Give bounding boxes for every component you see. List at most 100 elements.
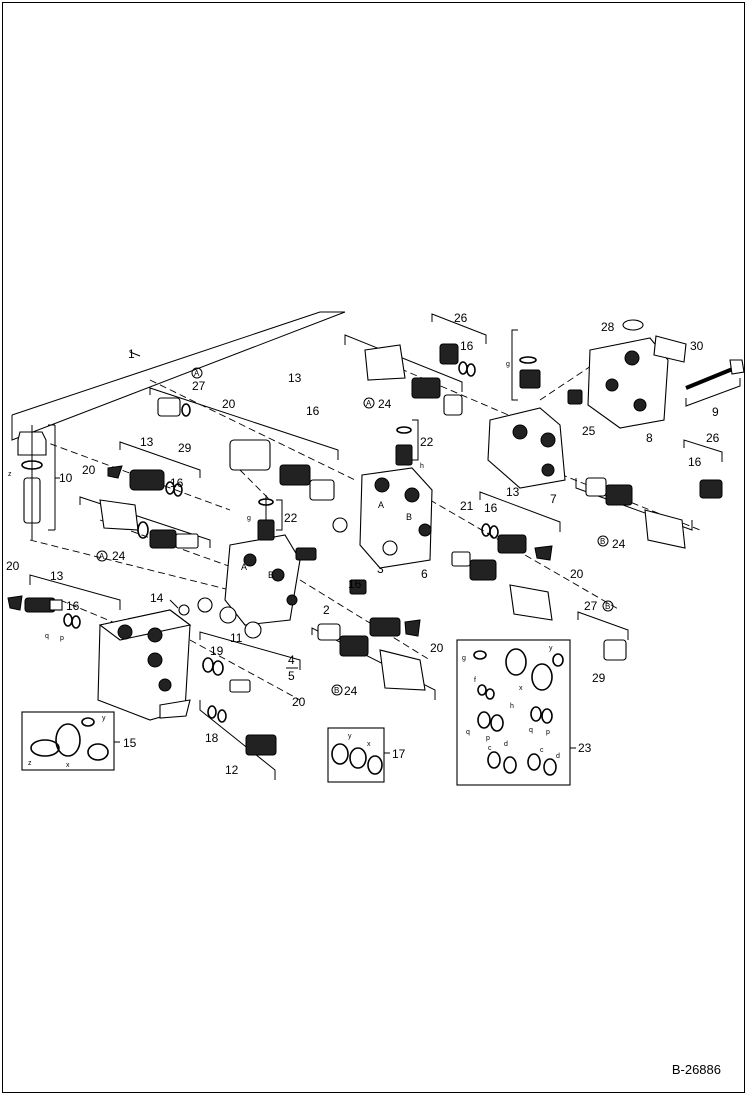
circled-label-b-center: B — [334, 686, 339, 695]
seal-letter-x-15: x — [66, 762, 70, 769]
seal-letter-h-23: h — [510, 703, 514, 710]
part-valve-section-center — [332, 419, 433, 569]
callout-24-a-top: 24 — [378, 397, 392, 411]
seal-letter-y-17: y — [348, 733, 352, 740]
seal-letter-p-left: p — [60, 635, 64, 642]
callout-22-left: 22 — [284, 511, 298, 525]
seal-letter-q-23: q — [466, 729, 470, 736]
part-valve-inlet-section — [97, 599, 192, 721]
seal-letter-p2-23: p — [546, 729, 550, 736]
callout-9: 9 — [712, 405, 719, 419]
callout-20-center: 20 — [430, 641, 444, 655]
seal-letter-d2-23: d — [556, 753, 560, 760]
seal-letter-q2-23: q — [529, 727, 533, 734]
part-group-b-24-right — [575, 439, 723, 549]
circled-label-a-left: A — [99, 552, 105, 561]
callout-12: 12 — [225, 763, 239, 777]
callout-29-a: 29 — [178, 441, 192, 455]
seal-letter-z-15: z — [28, 760, 32, 767]
seal-letter-y-23: y — [549, 645, 553, 652]
callout-13-right: 13 — [506, 485, 520, 499]
callout-24-b-right: 24 — [612, 537, 626, 551]
seal-letter-p-23: p — [486, 735, 490, 742]
callout-16-top: 16 — [306, 404, 320, 418]
callout-26-right: 26 — [706, 431, 720, 445]
port-label-b-center: B — [406, 512, 412, 522]
part-30-label-box — [653, 335, 687, 363]
callout-20-low: 20 — [292, 695, 306, 709]
callout-30: 30 — [690, 339, 704, 353]
seal-letter-z: z — [8, 471, 12, 478]
part-group-27-29-a — [149, 387, 339, 501]
callout-17: 17 — [392, 747, 406, 761]
callout-25: 25 — [582, 424, 596, 438]
callout-23: 23 — [578, 741, 592, 755]
seal-letter-c-23: c — [488, 745, 492, 752]
callout-1: 1 — [128, 347, 135, 361]
circled-label-b-right: B — [600, 537, 605, 546]
kit-15-box — [21, 711, 120, 771]
seal-letter-d-23: d — [504, 741, 508, 748]
callout-24-b-center: 24 — [344, 684, 358, 698]
callout-20-right: 20 — [570, 567, 584, 581]
callout-16-right-center: 16 — [484, 501, 498, 515]
callout-18: 18 — [205, 731, 219, 745]
callout-27-b: 27 — [584, 599, 598, 613]
callout-13-mid: 13 — [140, 435, 154, 449]
part-group-left-24 — [79, 441, 211, 549]
kit-23-box — [456, 639, 576, 786]
callout-20-top: 20 — [222, 397, 236, 411]
callout-21: 21 — [460, 499, 474, 513]
callout-5: 5 — [288, 669, 295, 683]
part-group-left-13 — [7, 574, 121, 629]
part-10-relief-plug — [17, 424, 60, 540]
callout-3: 3 — [377, 562, 384, 576]
part-group-13-27-29-right — [451, 491, 629, 661]
part-9-tie-rod — [685, 359, 745, 407]
callout-28: 28 — [601, 320, 615, 334]
circled-label-b-27: B — [605, 602, 610, 611]
callout-16-left: 16 — [66, 599, 80, 613]
part-group-12-18-19 — [199, 631, 301, 780]
port-label-a-left: A — [241, 562, 247, 572]
callout-20-mid: 20 — [82, 463, 96, 477]
assembly-1-leader — [11, 311, 346, 441]
part-valve-section-7 — [487, 329, 566, 489]
callout-11: 11 — [230, 631, 243, 645]
seal-letter-f-23: f — [474, 677, 476, 684]
callout-10: 10 — [59, 471, 73, 485]
seal-letter-g-23: g — [462, 655, 466, 662]
callout-16-top-right: 16 — [460, 339, 474, 353]
callout-29-b: 29 — [592, 671, 606, 685]
callout-24-left: 24 — [112, 549, 126, 563]
seal-letter-q-left: q — [45, 633, 49, 640]
seal-letter-x-17: x — [367, 741, 371, 748]
callout-26-top: 26 — [454, 311, 468, 325]
port-label-a-center: A — [378, 500, 384, 510]
part-outlet-section-8 — [567, 319, 669, 429]
callout-16-right: 16 — [688, 455, 702, 469]
callout-4: 4 — [288, 653, 295, 667]
kit-17-box — [327, 727, 390, 783]
circled-label-a-27: A — [194, 369, 200, 378]
callout-2: 2 — [323, 603, 330, 617]
callout-22-center: 22 — [420, 435, 434, 449]
seal-letter-g-left: g — [247, 515, 251, 522]
callout-14: 14 — [150, 591, 164, 605]
seal-letter-h-center: h — [420, 463, 424, 470]
callout-8: 8 — [646, 431, 653, 445]
callout-15: 15 — [123, 736, 137, 750]
callout-16-mid: 16 — [170, 476, 184, 490]
callout-6: 6 — [421, 567, 428, 581]
callout-19: 19 — [210, 644, 224, 658]
callout-16-center: 16 — [348, 577, 362, 591]
seal-letter-g-7: g — [506, 361, 510, 368]
seal-letter-y-15: y — [102, 715, 106, 722]
callout-7: 7 — [550, 492, 557, 506]
seal-letter-c2-23: c — [540, 747, 544, 754]
callout-27-a: 27 — [192, 379, 206, 393]
part-group-26-top — [431, 313, 487, 377]
callout-13-left: 13 — [50, 569, 64, 583]
